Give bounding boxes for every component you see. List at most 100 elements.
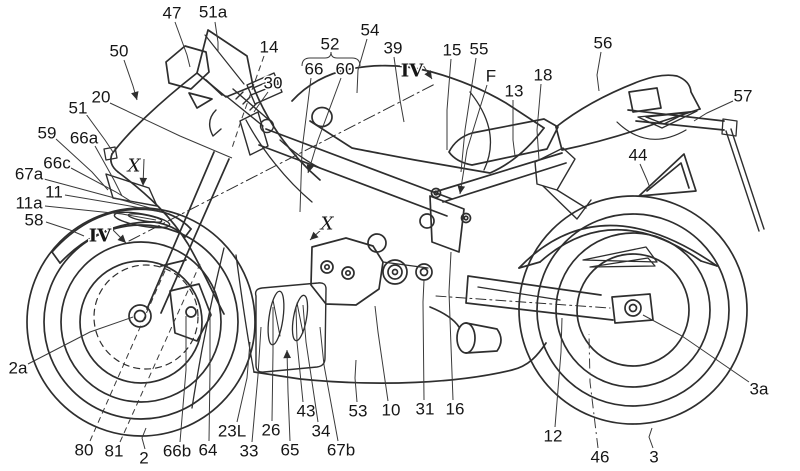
brake-lever [208,109,222,137]
ref-label-66: 66 [305,60,324,79]
leader-line-11-11 [64,194,163,213]
leader-line-65-40 [286,349,291,442]
leader-line-59-7 [55,138,109,191]
motorcycle-line-art [26,29,765,437]
front-brake-disc [93,264,199,370]
exhaust-outlet [429,306,502,354]
ref-label-39: 39 [384,39,403,58]
leader-line-3-50 [648,427,654,449]
arrowhead-65-40 [283,350,291,359]
vent-panel [254,282,327,373]
leader-line-64-36 [208,312,211,442]
mirror [165,45,210,90]
ref-label-60: 60 [336,60,355,79]
leader-line-16-47 [448,251,454,401]
ref-label-3a: 3a [750,380,769,399]
arrowhead-50-2 [131,91,139,100]
arrowhead-IV-15 [117,234,126,243]
ref-label-51: 51 [69,99,88,118]
ref-label-47: 47 [163,4,182,23]
leader-line-13-25 [512,100,516,157]
ref-label-55: 55 [470,40,489,59]
handlebar [208,72,283,156]
pivot-plate [429,195,465,253]
windscreen [196,29,254,98]
swingarm [435,246,658,321]
ref-label-65: 65 [281,441,300,460]
arrowhead-IV-21 [424,70,432,79]
leader-line-20-5 [109,102,233,159]
ref-label-3: 3 [649,448,658,467]
leader-line-2a-31 [27,316,134,365]
leader-line-15-22 [446,58,452,150]
leader-line-3a-51 [642,314,750,383]
ref-label-51a: 51a [199,3,228,22]
leader-line-66c-9 [70,167,133,203]
ref-label-34: 34 [312,422,331,441]
leader-line-67a-10 [43,178,151,209]
leader-line-81-33 [119,263,201,443]
leader-line-26-39 [271,307,274,422]
ref-label-43: 43 [297,402,316,421]
leader-line-33-38 [251,326,262,443]
steering-head [239,111,269,156]
ref-label-18: 18 [534,66,553,85]
ref-label-52: 52 [321,35,340,54]
ref-label-57: 57 [734,87,753,106]
ref-label-IV: IV [401,61,424,82]
ref-label-66a: 66a [70,129,99,148]
arrowhead-X-30 [310,231,319,240]
ref-label-12: 12 [544,427,563,446]
leader-line-55-23 [460,57,477,173]
rear-wheel [518,195,748,425]
seat [448,118,559,166]
ref-label-67a: 67a [15,165,44,184]
ref-label-X: X [319,214,335,235]
rear-fender-fin [638,153,697,197]
leader-line-23L-37 [236,341,251,423]
lower-cowl [253,282,547,384]
chain-slider [582,246,658,268]
ref-label-26: 26 [262,421,281,440]
ref-label-81: 81 [105,442,124,461]
leader-line-44-29 [639,163,651,189]
ref-label-30: 30 [264,74,283,93]
ref-label-80: 80 [75,441,94,460]
ref-label-59: 59 [38,124,57,143]
ref-label-14: 14 [260,38,279,57]
leader-line-53-44 [354,359,358,403]
upper-cowl [103,29,321,409]
ref-label-X: X [126,156,142,177]
rear-hugger [518,153,718,269]
ref-label-53: 53 [349,402,368,421]
leader-line-57-28 [693,100,734,122]
ref-label-31: 31 [416,400,435,419]
leader-line-60-18 [307,77,342,174]
ref-label-IV: IV [89,226,112,247]
leader-line-18-26 [536,83,542,161]
ref-label-64: 64 [199,441,218,460]
leader-line-14-3 [231,55,265,149]
leader-line-10-45 [374,305,389,402]
leader-line-80-32 [89,263,169,442]
leader-line-2-34 [141,427,147,450]
leader-line-67b-43 [319,326,339,442]
license-rod [725,128,765,232]
ref-label-2a: 2a [9,359,28,378]
leader-line-46-49 [588,333,599,449]
rear-axle-block [611,293,654,324]
chain-line [435,295,611,309]
ref-label-67b: 67b [327,441,355,460]
ref-label-50: 50 [110,42,129,61]
ref-label-58: 58 [25,211,44,230]
leader-line-12-48 [554,317,563,428]
leader-line-66a-8 [94,145,123,197]
ref-label-11a: 11a [15,194,43,213]
front-brake-caliper [169,283,212,342]
ref-label-15: 15 [443,41,462,60]
ref-label-F: F [486,67,496,86]
taillight [628,87,662,113]
leader-line-11a-12 [44,205,157,221]
